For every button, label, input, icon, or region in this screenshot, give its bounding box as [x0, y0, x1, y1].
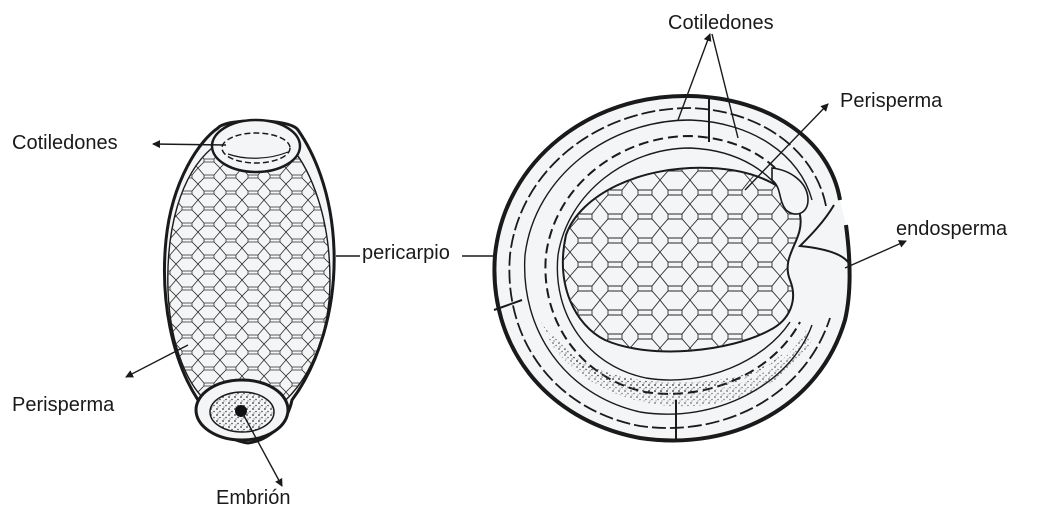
label-cotiledones-right: Cotiledones	[668, 13, 774, 33]
label-endosperma: endosperma	[896, 219, 1007, 239]
label-embrion: Embrión	[216, 488, 290, 508]
label-cotiledones-left: Cotiledones	[12, 133, 118, 153]
right-seed	[494, 96, 850, 440]
left-embryo-core	[235, 405, 247, 417]
leader-endosperma	[845, 241, 906, 268]
left-cotyledon-outer	[212, 120, 300, 172]
label-perisperma-left: Perisperma	[12, 395, 114, 415]
leader-cotiledones-left	[153, 144, 226, 145]
label-pericarpio: pericarpio	[362, 243, 450, 263]
left-seed	[160, 120, 340, 443]
label-perisperma-right: Perisperma	[840, 91, 942, 111]
